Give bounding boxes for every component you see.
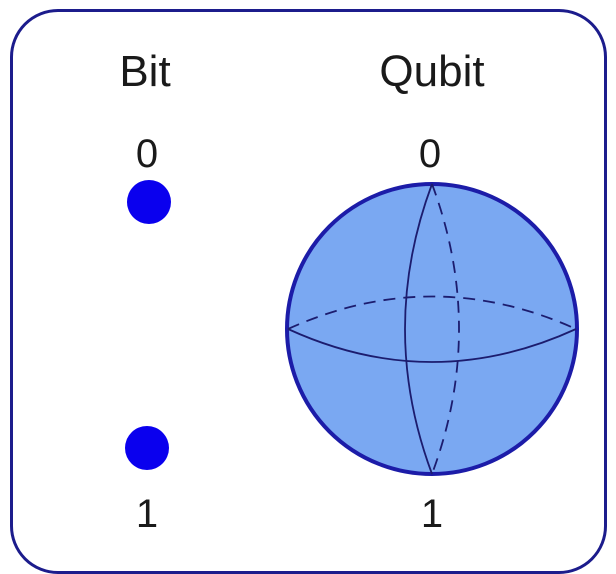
qubit-state-0-label: 0 [418,132,442,176]
bit-state-0-label: 0 [135,132,159,176]
bit-state-1-label: 1 [135,492,159,536]
bloch-meridian-front [404,183,433,475]
bloch-equator-front [287,328,577,363]
bit-state-1-dot [125,426,169,470]
bloch-equator-back [287,295,577,330]
bit-heading: Bit [119,47,171,96]
bit-state-0-dot [127,180,171,224]
qubit-state-1-label: 1 [420,492,444,536]
bloch-meridian-back [431,183,460,475]
bloch-sphere-body [285,182,579,476]
qubit-heading: Qubit [379,47,485,96]
